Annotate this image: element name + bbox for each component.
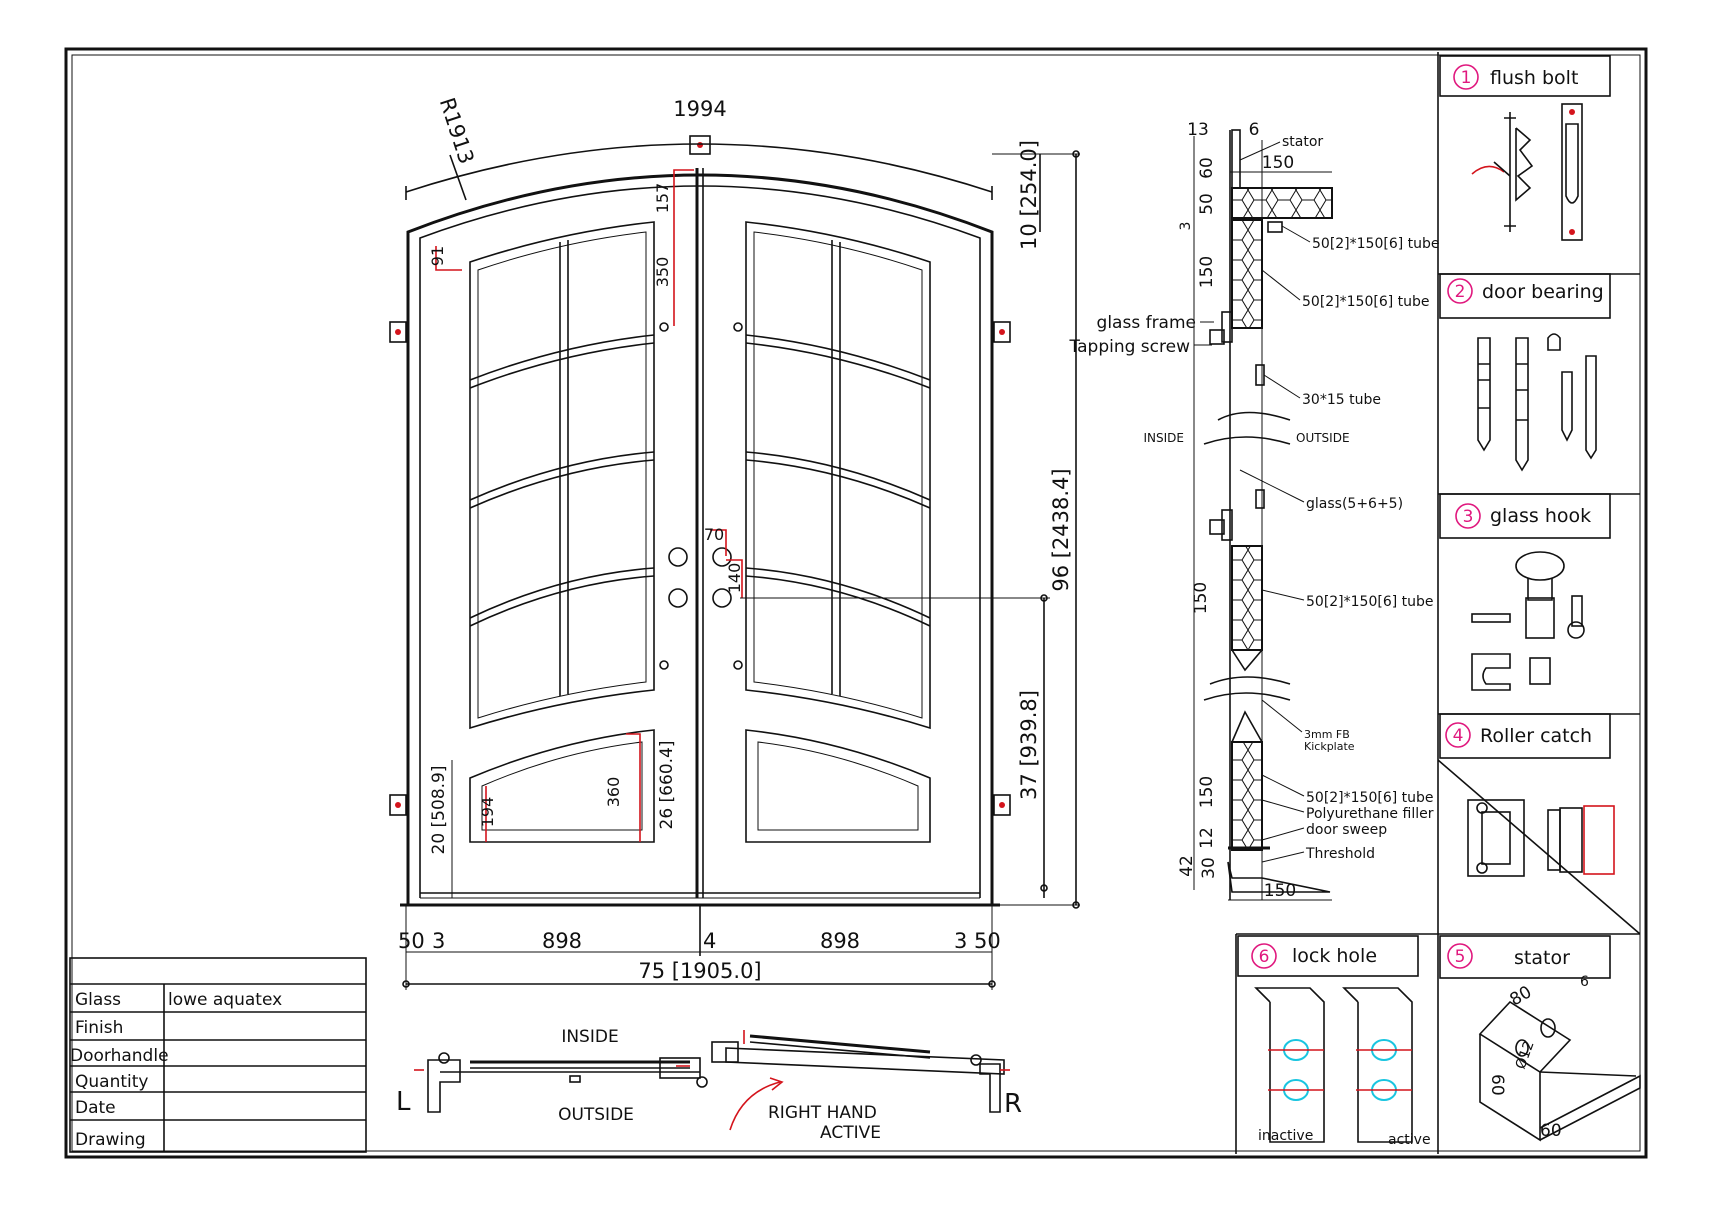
plan-swing-2: ACTIVE	[820, 1123, 881, 1143]
label-glass: glass(5+6+5)	[1306, 496, 1403, 512]
total-height-dim: 96 [2438.4]	[1049, 468, 1073, 591]
panel-3-title: glass hook	[1490, 505, 1591, 527]
elevation-dimensions: 1994 R1913 10 [254.0] 96 [2438.4] 37 [93…	[398, 95, 1080, 990]
dim-140: 140	[725, 563, 744, 594]
panel-5-num: 5	[1455, 947, 1466, 967]
kick-height-dim: 26 [660.4]	[657, 741, 677, 830]
title-label-doorhandle: Doorhandle	[70, 1046, 169, 1066]
lock-hole-active: active	[1388, 1132, 1431, 1148]
dim-157: 157	[653, 183, 672, 214]
label-tube-small: 30*15 tube	[1302, 392, 1381, 408]
label-threshold: Threshold	[1305, 846, 1375, 862]
outer-border	[64, 47, 1648, 1159]
label-outside: OUTSIDE	[1296, 431, 1350, 445]
panel-1-title: flush bolt	[1490, 67, 1578, 89]
panel-3-num: 3	[1463, 507, 1474, 527]
width-dim-3-right: 3	[954, 929, 967, 953]
section-dim-60: 60	[1197, 157, 1217, 179]
section-dim-50: 50	[1197, 193, 1217, 215]
panel-1-num: 1	[1461, 68, 1472, 88]
inner-border	[71, 54, 1641, 1152]
dim-91: 91	[428, 246, 447, 266]
plan-inside: INSIDE	[561, 1027, 618, 1047]
section-view: 13 6 60 50 3 150 150 150 150 150 12 30 4…	[1069, 120, 1440, 901]
label-tapping-screw: Tapping screw	[1069, 337, 1191, 357]
panel-4-title: Roller catch	[1480, 725, 1592, 747]
label-tube-2: 50[2]*150[6] tube	[1302, 294, 1430, 310]
section-dim-150-mid: 150	[1191, 582, 1211, 614]
section-dim-12: 12	[1197, 827, 1217, 849]
plan-view: INSIDE OUTSIDE L R RIGHT HAND ACTIVE	[396, 1027, 1022, 1143]
section-dim-13: 13	[1187, 120, 1209, 140]
label-glass-frame: glass frame	[1097, 313, 1196, 333]
dim-350: 350	[653, 257, 672, 288]
width-dim-50-right: 50	[974, 929, 1001, 953]
section-width-top: 150	[1262, 153, 1294, 173]
title-label-glass: Glass	[75, 990, 121, 1010]
panel-5-title: stator	[1514, 947, 1570, 969]
dim-360: 360	[604, 777, 623, 808]
label-tube-4: 50[2]*150[6] tube	[1306, 790, 1434, 806]
plan-left: L	[396, 1087, 411, 1117]
width-dim-898-left: 898	[542, 929, 582, 953]
dim-70: 70	[704, 525, 724, 544]
section-dim-150-top: 150	[1197, 256, 1217, 288]
label-inside: INSIDE	[1144, 431, 1185, 445]
label-kickplate-1: 3mm FB	[1304, 728, 1350, 741]
panel-6-title: lock hole	[1292, 945, 1377, 967]
stator-dim-60-side: 60	[1487, 1074, 1507, 1096]
top-height-dim: 10 [254.0]	[1017, 140, 1041, 250]
title-label-finish: Finish	[75, 1018, 123, 1038]
lower-height-dim: 20 [508.9]	[429, 766, 449, 855]
handle-height-dim: 37 [939.8]	[1017, 690, 1041, 800]
label-sweep: door sweep	[1306, 822, 1387, 838]
arc-length-dim: 1994	[673, 97, 726, 121]
label-tube-3: 50[2]*150[6] tube	[1306, 594, 1434, 610]
panel-2-title: door bearing	[1482, 281, 1604, 303]
width-dim-898-right: 898	[820, 929, 860, 953]
panel-4-num: 4	[1453, 726, 1464, 746]
title-label-date: Date	[75, 1098, 116, 1118]
label-filler: Polyurethane filler	[1306, 806, 1434, 822]
section-dim-150-low: 150	[1197, 776, 1217, 808]
plan-outside: OUTSIDE	[558, 1105, 634, 1125]
section-dim-3: 3	[1178, 222, 1194, 231]
section-dim-30: 30	[1199, 857, 1219, 879]
section-dim-6: 6	[1249, 120, 1260, 140]
title-label-drawing: Drawing	[75, 1130, 146, 1150]
total-width-dim: 75 [1905.0]	[638, 959, 761, 983]
label-tube-1: 50[2]*150[6] tube	[1312, 236, 1440, 252]
stator-dim-6: 6	[1580, 974, 1589, 990]
section-width-bottom: 150	[1264, 881, 1296, 901]
label-stator: stator	[1282, 134, 1323, 150]
title-label-quantity: Quantity	[75, 1072, 148, 1092]
section-dim-42: 42	[1177, 855, 1197, 877]
panel-2-num: 2	[1455, 282, 1466, 302]
lock-hole-inactive: inactive	[1258, 1128, 1313, 1144]
width-dim-50-left: 50	[398, 929, 425, 953]
title-value-glass: lowe aquatex	[168, 990, 282, 1010]
width-dim-3-left: 3	[432, 929, 445, 953]
panel-6-num: 6	[1259, 947, 1270, 967]
label-kickplate-2: Kickplate	[1304, 740, 1355, 753]
plan-right: R	[1004, 1089, 1022, 1119]
stator-dim-60-bottom: 60	[1540, 1121, 1562, 1141]
plan-swing-1: RIGHT HAND	[768, 1103, 877, 1123]
title-block: Glass lowe aquatex Finish Doorhandle Qua…	[69, 957, 367, 1153]
width-dim-4: 4	[703, 929, 716, 953]
dim-194: 194	[478, 797, 497, 828]
